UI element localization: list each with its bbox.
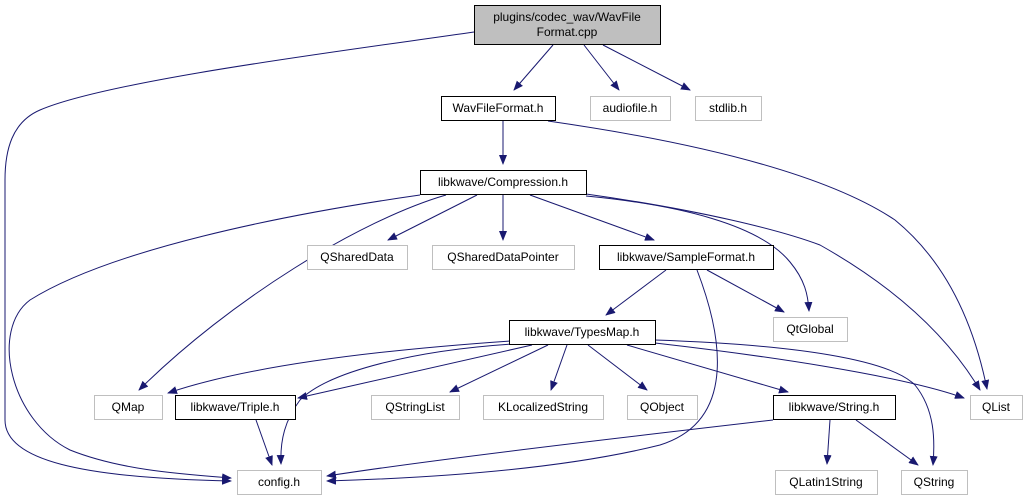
edge-sampleformat_h-to-typesmap_h [605, 269, 667, 316]
node-label: libkwave/Triple.h [191, 400, 280, 414]
node-label: audiofile.h [603, 101, 658, 115]
node-qstringlist: QStringList [371, 395, 460, 420]
edges-layer [4, 31, 990, 485]
node-box [627, 395, 698, 420]
node-label: QSharedData [320, 250, 394, 264]
edge-string_h-to-qlatin1string [823, 419, 832, 465]
node-qshareddatapointer: QSharedDataPointer [432, 245, 575, 270]
node-box [371, 395, 460, 420]
edge-sampleformat_h-to-config_h [326, 269, 718, 485]
edge-string_h-to-config_h [326, 419, 774, 479]
node-box [474, 5, 661, 45]
edge-compression_h-to-qshareddata [387, 194, 478, 241]
node-sampleformat-h[interactable]: libkwave/SampleFormat.h [599, 245, 774, 270]
node-label: config.h [258, 475, 300, 489]
node-label: QSharedDataPointer [447, 250, 558, 264]
edge-string_h-to-qstring [855, 419, 919, 466]
edge-typesmap_h-to-klocalizedstring [550, 344, 568, 391]
node-box [307, 245, 408, 270]
node-qstring: QString [901, 470, 968, 495]
node-config-h: config.h [237, 470, 322, 495]
edge-typesmap_h-to-triple_h [297, 344, 533, 400]
node-label: Format.cpp [537, 25, 598, 39]
edge-typesmap_h-to-string_h [626, 344, 789, 394]
node-box [483, 395, 604, 420]
node-stdlib-h: stdlib.h [695, 96, 762, 121]
node-box [970, 395, 1023, 420]
node-box [599, 245, 774, 270]
edge-compression_h-to-qlist [585, 193, 981, 391]
edge-root-to-config_h [4, 31, 475, 485]
node-label: QString [914, 475, 955, 489]
edge-sampleformat_h-to-qtglobal [706, 269, 785, 313]
node-label: stdlib.h [709, 101, 747, 115]
node-klocalizedstring: KLocalizedString [483, 395, 604, 420]
node-qshareddata: QSharedData [307, 245, 408, 270]
node-string-h[interactable]: libkwave/String.h [773, 395, 896, 420]
node-label: QMap [112, 400, 145, 414]
node-compression-h[interactable]: libkwave/Compression.h [420, 170, 587, 195]
node-triple-h[interactable]: libkwave/Triple.h [175, 395, 296, 420]
node-label: QList [982, 400, 1011, 414]
edge-typesmap_h-to-qmap [167, 340, 511, 394]
edge-typesmap_h-to-qstring [654, 339, 938, 466]
node-box [237, 470, 322, 495]
edge-root-to-wavfileformat_h [513, 44, 554, 91]
node-box [441, 96, 556, 121]
node-typesmap-h[interactable]: libkwave/TypesMap.h [509, 320, 656, 345]
node-box [901, 470, 968, 495]
node-label: libkwave/SampleFormat.h [617, 250, 755, 264]
edge-typesmap_h-to-qobject [587, 344, 648, 391]
node-box [695, 96, 762, 121]
edge-typesmap_h-to-qlist [654, 342, 965, 399]
edge-wavfileformat_h-to-qlist [547, 120, 990, 390]
node-box [773, 317, 848, 342]
edge-root-to-stdlib_h [602, 44, 691, 91]
node-label: KLocalizedString [498, 400, 588, 414]
node-box [94, 395, 163, 420]
node-label: libkwave/String.h [789, 400, 880, 414]
edge-typesmap_h-to-qstringlist [449, 344, 549, 393]
node-box [175, 395, 296, 420]
edge-typesmap_h-to-config_h [276, 343, 513, 465]
node-box [590, 96, 671, 121]
node-qlist: QList [970, 395, 1023, 420]
node-label: libkwave/Compression.h [438, 175, 568, 189]
node-label: WavFileFormat.h [453, 101, 544, 115]
node-wavfileformat-h[interactable]: WavFileFormat.h [441, 96, 556, 121]
node-box [773, 395, 896, 420]
node-box [509, 320, 656, 345]
node-qlatin1string: QLatin1String [775, 470, 878, 495]
edge-compression_h-to-config_h [8, 194, 421, 482]
node-label: plugins/codec_wav/WavFile [493, 10, 641, 24]
node-root[interactable]: plugins/codec_wav/WavFileFormat.cpp [474, 5, 661, 45]
nodes-layer: plugins/codec_wav/WavFileFormat.cppWavFi… [94, 5, 1023, 495]
node-box [432, 245, 575, 270]
node-label: QLatin1String [789, 475, 862, 489]
node-label: QtGlobal [786, 322, 833, 336]
node-label: QStringList [385, 400, 445, 414]
edge-compression_h-to-sampleformat_h [529, 194, 655, 241]
node-qtglobal: QtGlobal [773, 317, 848, 342]
edge-root-to-audiofile_h [583, 44, 620, 91]
edge-compression_h-to-qmap [138, 194, 447, 391]
node-box [775, 470, 878, 495]
node-label: libkwave/TypesMap.h [525, 325, 640, 339]
node-label: QObject [640, 400, 685, 414]
edge-triple_h-to-config_h [255, 419, 273, 466]
node-qobject: QObject [627, 395, 698, 420]
node-audiofile-h: audiofile.h [590, 96, 671, 121]
node-qmap: QMap [94, 395, 163, 420]
node-box [420, 170, 587, 195]
